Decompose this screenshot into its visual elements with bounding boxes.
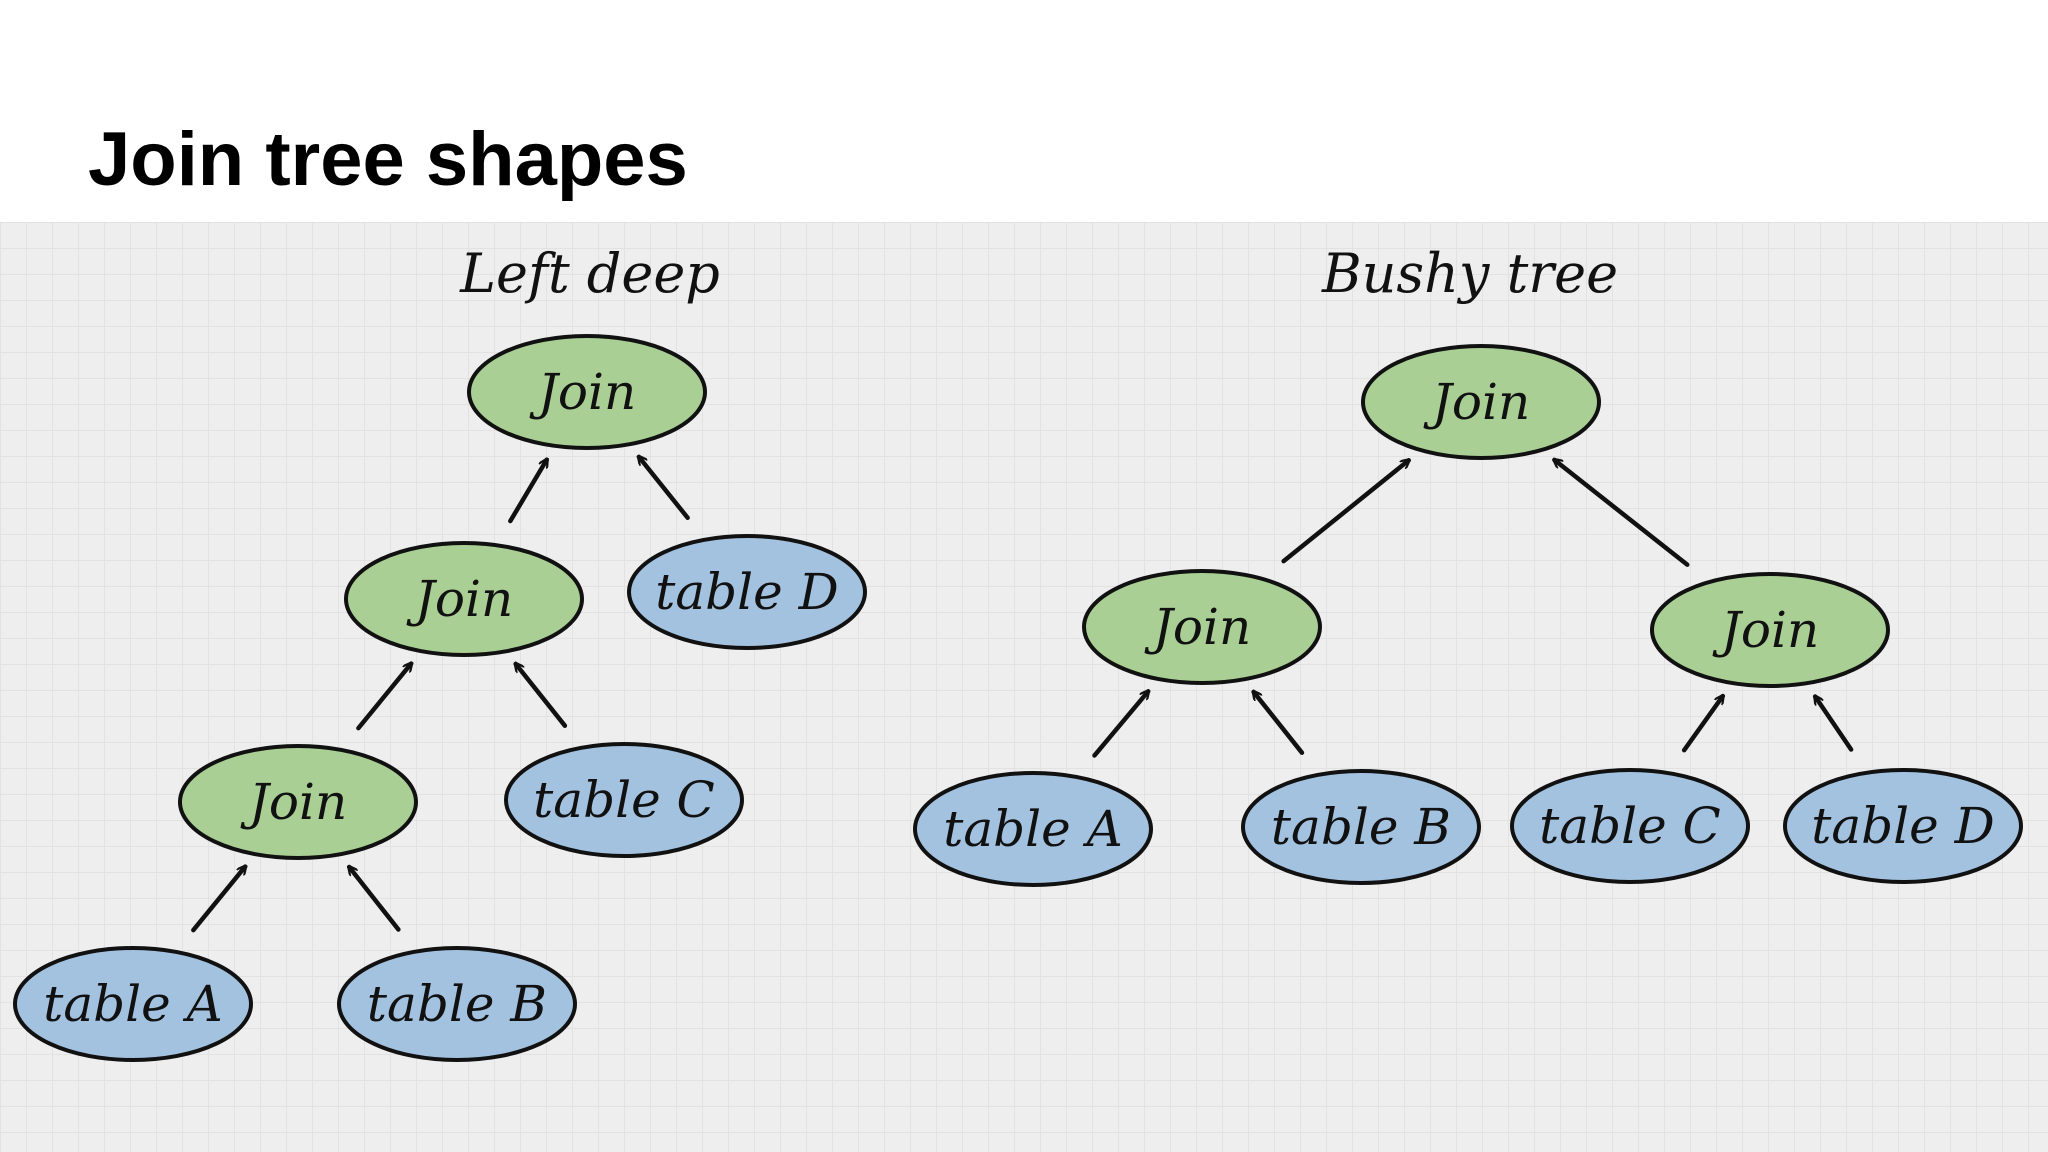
left-deep-arrow-j3-to-j2 — [356, 664, 411, 731]
left-deep-arrow-tB-to-j3 — [349, 867, 401, 932]
bushy-node-tD: table D — [1783, 768, 2023, 884]
bushy-node-label-jl: Join — [1144, 598, 1251, 656]
bushy-node-label-root: Join — [1423, 373, 1530, 431]
bushy-node-label-tC: table C — [1539, 797, 1721, 855]
bushy-arrow-jr-to-root — [1554, 460, 1690, 567]
left-deep-node-j1: Join — [467, 334, 707, 450]
left-deep-node-tD: table D — [627, 534, 867, 650]
bushy-node-label-jr: Join — [1712, 601, 1819, 659]
left-deep-node-label-tD: table D — [655, 563, 838, 621]
left-deep-arrow-tD-to-j1 — [639, 457, 690, 521]
bushy-arrow-tD-to-jr — [1815, 697, 1854, 752]
bushy-node-tA: table A — [913, 771, 1153, 887]
table-node-oval — [1510, 768, 1750, 884]
join-node-oval — [1082, 569, 1322, 685]
left-deep-node-tC: table C — [504, 742, 744, 858]
bushy-node-tC: table C — [1510, 768, 1750, 884]
left-deep-arrow-j2-to-j1 — [508, 460, 546, 524]
left-deep-node-label-tC: table C — [533, 771, 715, 829]
left-deep-node-label-j3: Join — [240, 773, 347, 831]
left-deep-node-j2: Join — [344, 541, 584, 657]
bushy-arrow-tB-to-jl — [1254, 692, 1305, 755]
join-node-oval — [344, 541, 584, 657]
bushy-arrow-jl-to-root — [1281, 460, 1409, 564]
bushy-node-jl: Join — [1082, 569, 1322, 685]
bushy-tree-heading: Bushy tree — [1321, 242, 1618, 305]
join-node-oval — [1650, 572, 1890, 688]
join-node-oval — [467, 334, 707, 450]
left-deep-heading: Left deep — [459, 242, 720, 305]
table-node-oval — [913, 771, 1153, 887]
table-node-oval — [13, 946, 253, 1062]
bushy-node-jr: Join — [1650, 572, 1890, 688]
left-deep-node-label-tB: table B — [367, 975, 547, 1033]
bushy-node-root: Join — [1361, 344, 1601, 460]
bushy-arrow-tA-to-jl — [1092, 691, 1149, 758]
table-node-oval — [1241, 769, 1481, 885]
bushy-node-label-tB: table B — [1271, 798, 1451, 856]
left-deep-node-j3: Join — [178, 744, 418, 860]
left-deep-node-label-j1: Join — [529, 363, 636, 421]
left-deep-arrow-tA-to-j3 — [191, 867, 245, 933]
left-deep-node-label-j2: Join — [406, 570, 513, 628]
table-node-oval — [337, 946, 577, 1062]
page-title: Join tree shapes — [88, 117, 688, 202]
left-deep-arrow-tC-to-j2 — [516, 664, 568, 728]
join-node-oval — [1361, 344, 1601, 460]
left-deep-node-tB: table B — [337, 946, 577, 1062]
table-node-oval — [504, 742, 744, 858]
bushy-node-label-tD: table D — [1811, 797, 1994, 855]
bushy-node-tB: table B — [1241, 769, 1481, 885]
join-node-oval — [178, 744, 418, 860]
table-node-oval — [627, 534, 867, 650]
left-deep-node-tA: table A — [13, 946, 253, 1062]
left-deep-node-label-tA: table A — [43, 975, 223, 1033]
bushy-arrow-tC-to-jr — [1681, 696, 1723, 753]
bushy-node-label-tA: table A — [943, 800, 1123, 858]
table-node-oval — [1783, 768, 2023, 884]
